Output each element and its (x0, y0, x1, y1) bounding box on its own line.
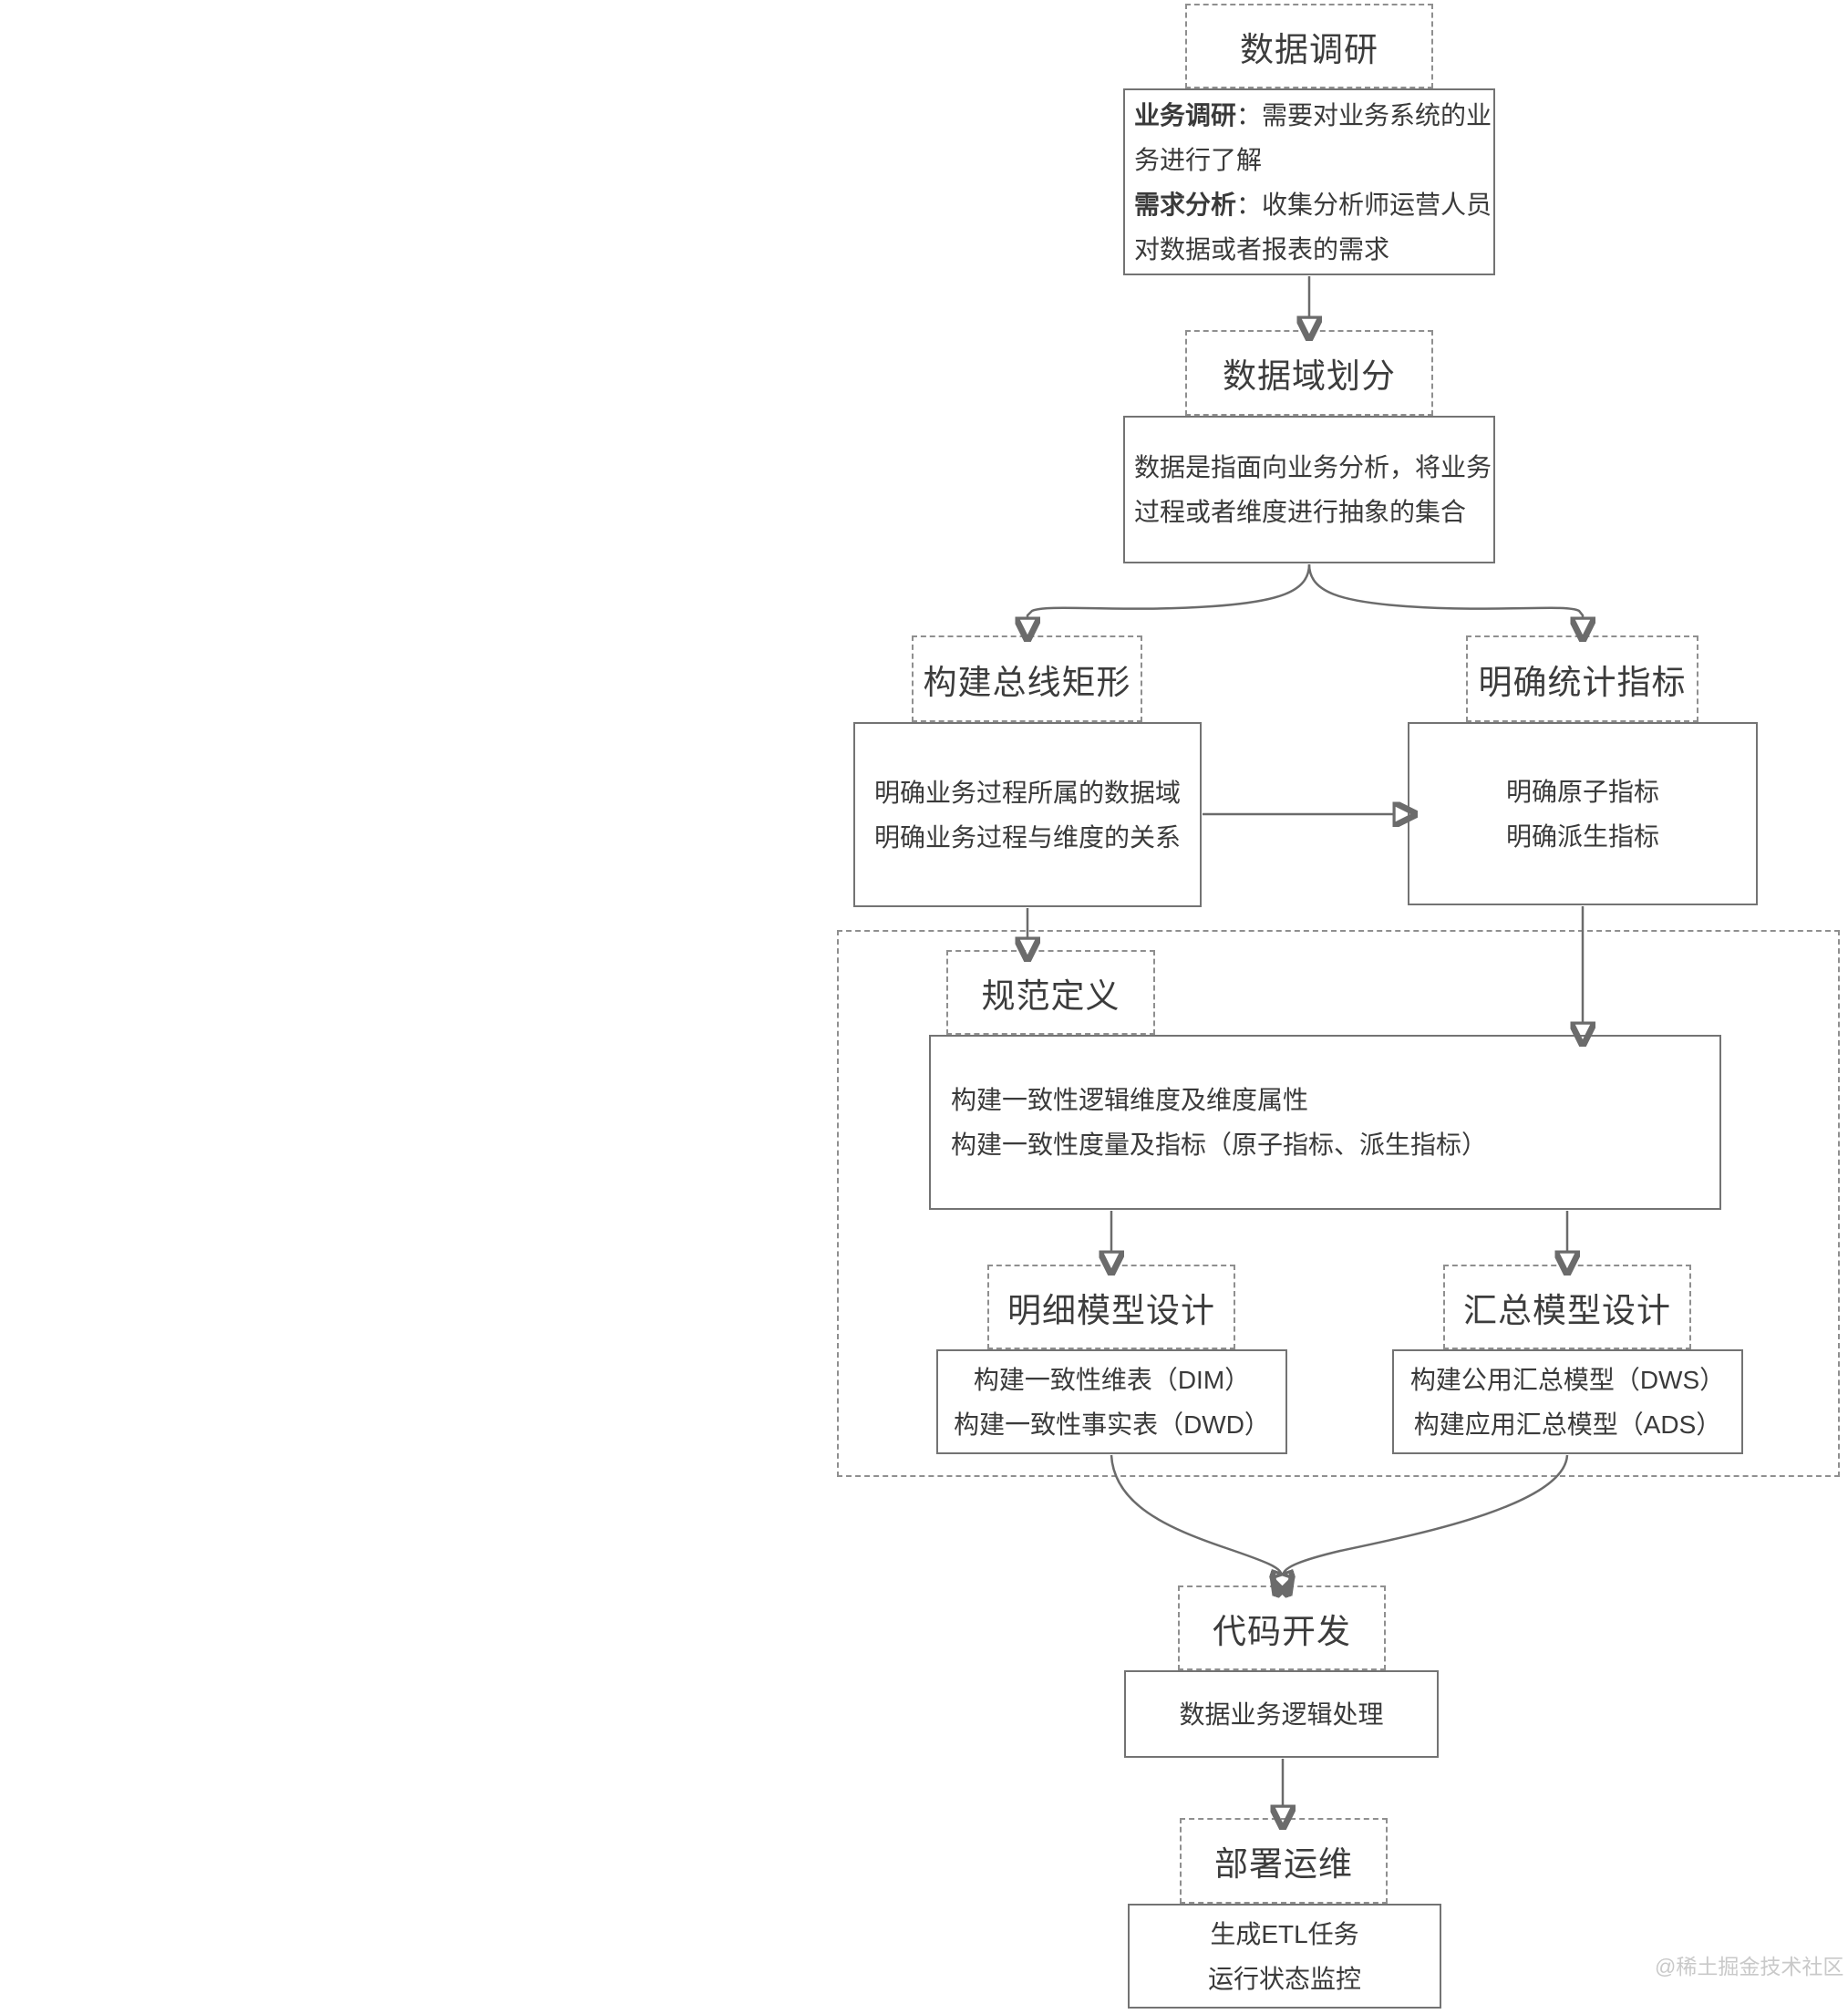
detail-label: 明细模型设计 (1007, 1291, 1215, 1329)
domain-body-line-2: 过程或者维度进行抽象的集合 (1134, 498, 1467, 526)
metric-body-line-2: 明确派生指标 (1505, 821, 1659, 851)
bus-body-line-1: 明确业务过程所属的数据域 (873, 778, 1181, 807)
survey-label: 数据调研 (1240, 30, 1378, 68)
watermark-text: @稀土掘金技术社区 (1655, 1955, 1844, 1978)
deploy-body-line-1: 生成ETL任务 (1210, 1919, 1359, 1948)
detail-body-line-1: 构建一致性维表（DIM） (973, 1365, 1251, 1394)
summary-body-line-2: 构建应用汇总模型（ADS） (1413, 1410, 1722, 1439)
bus-body-box: 明确业务过程所属的数据域 明确业务过程与维度的关系 (853, 722, 1202, 907)
detail-label-box: 明细模型设计 (987, 1265, 1235, 1349)
bus-label-box: 构建总线矩形 (912, 635, 1142, 722)
domain-label-box: 数据域划分 (1185, 330, 1433, 416)
survey-bold-1: 业务调研 (1134, 100, 1237, 129)
bus-label: 构建总线矩形 (923, 663, 1131, 701)
summary-body-box: 构建公用汇总模型（DWS） 构建应用汇总模型（ADS） (1392, 1349, 1743, 1454)
survey-body-line-1: 业务调研：需要对业务系统的业 (1134, 100, 1492, 129)
detail-body-box: 构建一致性维表（DIM） 构建一致性事实表（DWD） (936, 1349, 1287, 1454)
arrow-split-to-metric (1307, 563, 1583, 619)
metric-label-box: 明确统计指标 (1466, 635, 1698, 722)
spec-body-line-2: 构建一致性度量及指标（原子指标、派生指标） (951, 1131, 1488, 1159)
survey-bold-2: 需求分析 (1134, 190, 1237, 219)
spec-body-box: 构建一致性逻辑维度及维度属性 构建一致性度量及指标（原子指标、派生指标） (929, 1035, 1721, 1210)
deploy-label-box: 部署运维 (1180, 1818, 1388, 1904)
spec-label: 规范定义 (981, 976, 1120, 1015)
detail-body-line-2: 构建一致性事实表（DWD） (954, 1410, 1270, 1439)
code-body-line-1: 数据业务逻辑处理 (1179, 1699, 1384, 1729)
survey-body-line-3: 需求分析：收集分析师运营人员 (1134, 190, 1492, 219)
arrow-split-to-bus (1027, 563, 1311, 619)
metric-body-box: 明确原子指标 明确派生指标 (1408, 722, 1758, 905)
metric-body-line-1: 明确原子指标 (1505, 777, 1659, 806)
spec-label-box: 规范定义 (946, 950, 1155, 1035)
survey-body-line-4: 对数据或者报表的需求 (1134, 234, 1390, 263)
bus-body-line-2: 明确业务过程与维度的关系 (873, 822, 1181, 852)
survey-label-box: 数据调研 (1185, 4, 1433, 88)
metric-label: 明确统计指标 (1478, 663, 1687, 701)
survey-body-line-2: 务进行了解 (1134, 145, 1263, 174)
summary-label: 汇总模型设计 (1463, 1291, 1671, 1329)
deploy-label: 部署运维 (1214, 1845, 1353, 1883)
deploy-body-box: 生成ETL任务 运行状态监控 (1128, 1904, 1441, 2009)
summary-label-box: 汇总模型设计 (1443, 1265, 1691, 1349)
code-label-box: 代码开发 (1178, 1585, 1386, 1670)
domain-label: 数据域划分 (1223, 357, 1396, 395)
summary-body-line-1: 构建公用汇总模型（DWS） (1409, 1365, 1726, 1394)
spec-body-line-1: 构建一致性逻辑维度及维度属性 (951, 1086, 1309, 1114)
domain-body-line-1: 数据是指面向业务分析，将业务 (1134, 453, 1492, 481)
domain-body-box: 数据是指面向业务分析，将业务 过程或者维度进行抽象的集合 (1123, 416, 1495, 563)
deploy-body-line-2: 运行状态监控 (1207, 1964, 1361, 1993)
survey-body-box: 业务调研：需要对业务系统的业 务进行了解 需求分析：收集分析师运营人员 对数据或… (1123, 88, 1495, 275)
code-body-box: 数据业务逻辑处理 (1124, 1670, 1439, 1758)
code-label: 代码开发 (1213, 1612, 1351, 1650)
